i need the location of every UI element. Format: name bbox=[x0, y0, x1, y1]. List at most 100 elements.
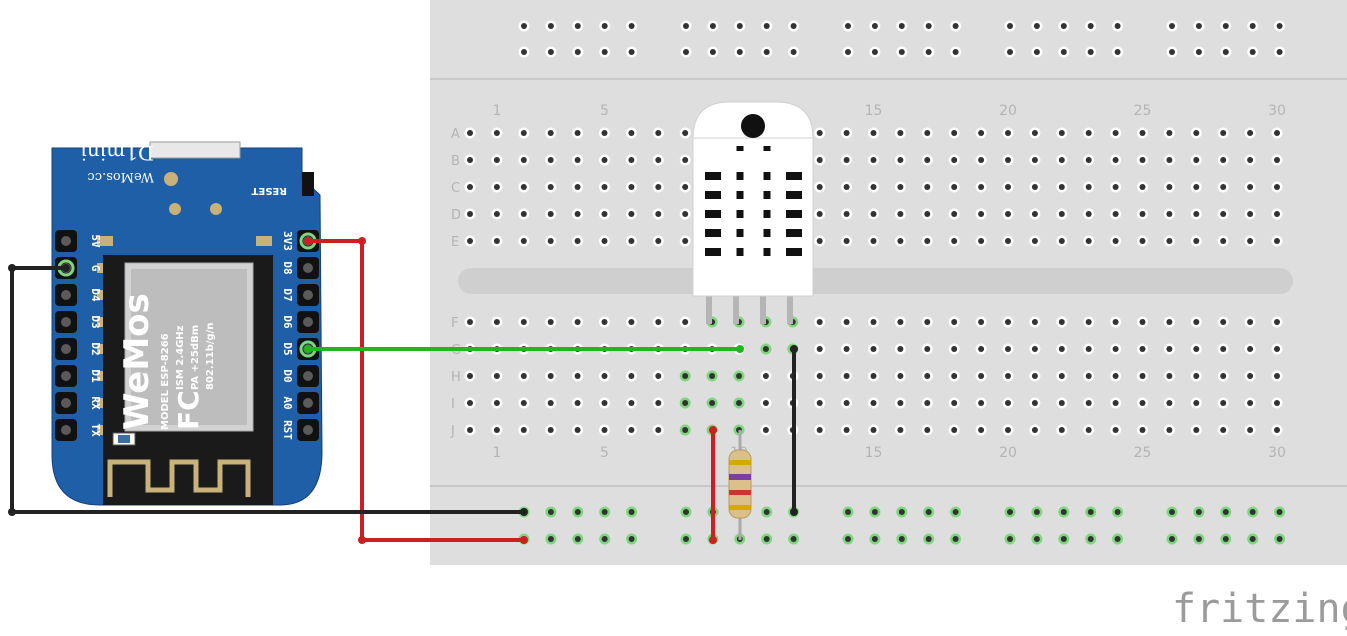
breadboard-hole bbox=[948, 235, 960, 247]
power-rail-hole bbox=[734, 20, 746, 32]
breadboard-hole bbox=[948, 343, 960, 355]
breadboard-hole bbox=[921, 181, 933, 193]
power-rail-hole bbox=[599, 506, 611, 518]
power-rail-hole bbox=[680, 46, 692, 58]
breadboard-hole bbox=[652, 208, 664, 220]
breadboard-hole bbox=[545, 316, 557, 328]
breadboard-hole bbox=[599, 370, 610, 382]
power-rail-hole bbox=[1166, 46, 1178, 58]
column-number: 15 bbox=[865, 445, 883, 461]
pin-label: 5V bbox=[89, 234, 102, 248]
breadboard-hole bbox=[841, 181, 853, 193]
power-rail-hole bbox=[869, 506, 881, 518]
breadboard-hole bbox=[1083, 235, 1095, 247]
pin-label: TX bbox=[89, 423, 102, 437]
breadboard-hole bbox=[625, 316, 637, 328]
breadboard-hole bbox=[868, 235, 879, 247]
power-rail-hole bbox=[1112, 533, 1124, 545]
breadboard-hole bbox=[1271, 424, 1283, 436]
breadboard-hole bbox=[464, 370, 476, 382]
breadboard-hole bbox=[706, 397, 718, 409]
breadboard-hole bbox=[1056, 127, 1068, 139]
breadboard-hole bbox=[814, 316, 826, 328]
breadboard-hole bbox=[1056, 235, 1068, 247]
breadboard-hole bbox=[1163, 181, 1175, 193]
breadboard-hole bbox=[545, 127, 557, 139]
column-number: 15 bbox=[865, 103, 883, 119]
column-number: 20 bbox=[999, 103, 1017, 119]
sensor-vent bbox=[736, 172, 744, 180]
breadboard-hole bbox=[1217, 316, 1229, 328]
breadboard-hole bbox=[1002, 316, 1014, 328]
breadboard-hole bbox=[1110, 397, 1122, 409]
power-rail-hole bbox=[1193, 533, 1205, 545]
power-rail-hole bbox=[572, 506, 584, 518]
breadboard-hole bbox=[625, 154, 637, 166]
power-rail-hole bbox=[572, 20, 584, 32]
power-rail-hole bbox=[1004, 46, 1016, 58]
power-rail-hole bbox=[896, 533, 908, 545]
power-rail-hole bbox=[842, 533, 854, 545]
breadboard-hole bbox=[572, 370, 584, 382]
breadboard-hole bbox=[1244, 235, 1256, 247]
power-rail-hole bbox=[1274, 533, 1286, 545]
breadboard-hole bbox=[894, 424, 906, 436]
breadboard-hole bbox=[1137, 235, 1148, 247]
power-rail-hole bbox=[869, 20, 881, 32]
breadboard-hole bbox=[572, 235, 584, 247]
sensor-vent bbox=[786, 248, 802, 256]
breadboard-hole bbox=[975, 235, 987, 247]
power-rail-hole bbox=[1274, 506, 1286, 518]
row-label: A bbox=[451, 127, 460, 142]
breadboard-hole bbox=[1110, 208, 1122, 220]
breadboard-hole bbox=[814, 235, 826, 247]
breadboard-hole bbox=[1056, 343, 1068, 355]
breadboard-hole bbox=[491, 154, 503, 166]
breadboard-hole bbox=[464, 127, 476, 139]
module-logo: WeMos bbox=[117, 293, 157, 430]
breadboard-hole bbox=[1029, 127, 1041, 139]
sensor-vent bbox=[786, 172, 802, 180]
power-rail-hole bbox=[1112, 506, 1124, 518]
power-rail-hole bbox=[950, 533, 962, 545]
column-number: 25 bbox=[1134, 445, 1152, 461]
breadboard-hole bbox=[1244, 316, 1256, 328]
breadboard-hole bbox=[1217, 397, 1229, 409]
header-pin bbox=[297, 365, 319, 387]
power-rail-hole bbox=[923, 506, 935, 518]
breadboard-hole bbox=[1002, 127, 1014, 139]
breadboard-hole bbox=[1029, 343, 1041, 355]
mounting-pad bbox=[164, 172, 178, 186]
power-rail-hole bbox=[1166, 506, 1178, 518]
pcb-antenna bbox=[107, 459, 251, 497]
breadboard-hole bbox=[491, 316, 503, 328]
breadboard-hole bbox=[1244, 397, 1256, 409]
header-pin bbox=[55, 419, 77, 441]
header-pin bbox=[55, 284, 77, 306]
power-rail-hole bbox=[734, 46, 746, 58]
power-rail-hole bbox=[707, 20, 719, 32]
breadboard-hole bbox=[679, 424, 691, 436]
breadboard-hole bbox=[1190, 370, 1202, 382]
breadboard-hole bbox=[868, 370, 879, 382]
breadboard-hole bbox=[921, 316, 933, 328]
breadboard-hole bbox=[1163, 127, 1175, 139]
breadboard-hole bbox=[921, 397, 933, 409]
power-rail-hole bbox=[869, 46, 881, 58]
mounting-pad bbox=[169, 203, 181, 215]
mounting-hole bbox=[741, 114, 765, 138]
power-rail-hole bbox=[950, 20, 962, 32]
power-rail-hole bbox=[1112, 46, 1124, 58]
header-pin bbox=[55, 338, 77, 360]
breadboard-hole bbox=[599, 424, 610, 436]
breadboard-hole bbox=[975, 127, 987, 139]
breadboard-hole bbox=[868, 154, 879, 166]
breadboard-hole bbox=[679, 154, 691, 166]
sensor-vent bbox=[736, 146, 744, 151]
mounting-pad bbox=[210, 203, 222, 215]
power-rail-hole bbox=[1085, 46, 1097, 58]
row-label: I bbox=[451, 397, 455, 412]
breadboard-hole bbox=[921, 154, 933, 166]
sensor-vent bbox=[763, 229, 771, 237]
breadboard-hole bbox=[652, 181, 664, 193]
